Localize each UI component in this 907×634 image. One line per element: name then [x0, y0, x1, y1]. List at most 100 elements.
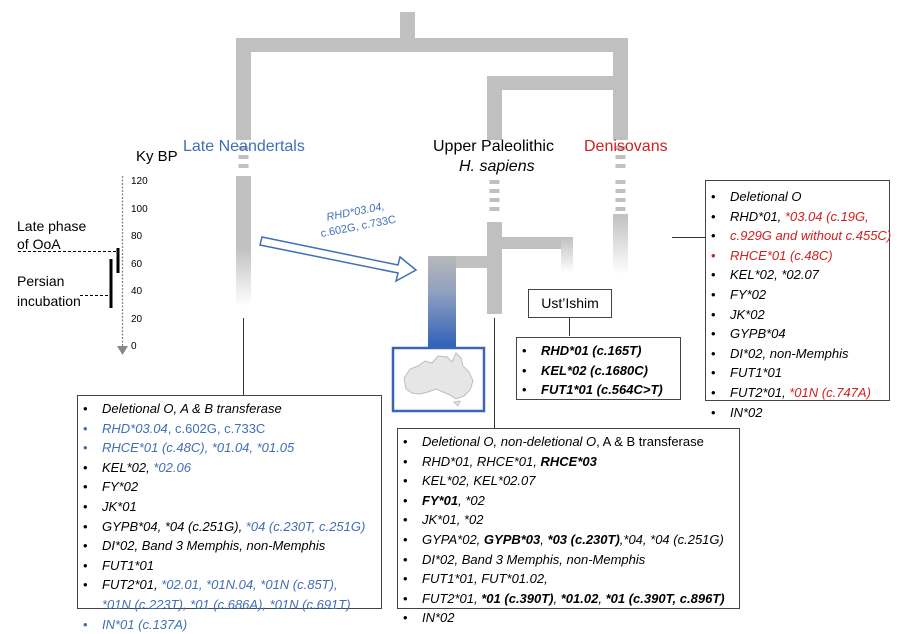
- allele-text: FY*02: [730, 286, 767, 302]
- allele-list-item: FY*01, *02: [398, 491, 739, 511]
- allele-text: ,: [540, 531, 548, 547]
- allele-text: FUT1*01 (c.564C>T): [541, 382, 663, 398]
- ust-ishim-alleles-box: RHD*01 (c.165T)KEL*02 (c.1680C) FUT1*01 (…: [516, 337, 681, 400]
- ust-ishim-lineage: [561, 237, 573, 273]
- late-phase-label-1: Late phase: [17, 218, 87, 234]
- sapiens-upper-stem: [487, 76, 502, 140]
- australia-map-icon: [391, 346, 486, 413]
- introgression-arrow-icon: [259, 236, 418, 283]
- period-markers: [18, 248, 120, 308]
- ust-ishim-label-box: Ust’Ishim: [528, 289, 612, 318]
- allele-list-item: GYPA*02, GYPB*03, *03 (c.230T),*04, *04 …: [398, 530, 739, 550]
- allele-list-item: FUT2*01, *01N (c.747A): [706, 383, 889, 403]
- allele-text: RHD*01,: [730, 208, 785, 224]
- axis-tick-label: 80: [131, 231, 143, 242]
- ust-ishim-label: Ust’Ishim: [541, 295, 599, 311]
- allele-text: FUT2*01,: [730, 384, 790, 400]
- neandertals-label: Late Neandertals: [183, 138, 305, 155]
- axis-tick-label: 60: [131, 258, 143, 270]
- allele-text: , *02: [458, 492, 485, 508]
- allele-list-item: RHD*01 (c.165T): [517, 341, 680, 361]
- allele-text: IN*01 (c.137A): [102, 616, 188, 632]
- axis-title: Ky BP: [136, 148, 178, 165]
- allele-list-item: JK*01, *02: [398, 510, 739, 530]
- allele-text: JK*01: [102, 498, 137, 514]
- neandertal-alleles-box: Deletional O, A & B transferaseRHD*03.04…: [77, 395, 382, 634]
- sapiens-label-line1: Upper Paleolithic: [433, 138, 554, 155]
- allele-text: *04 (c.230T, c.251G): [245, 518, 366, 534]
- allele-text: Deletional O: [730, 189, 802, 204]
- allele-list-item: GYPB*04, *04 (c.251G), *04 (c.230T, c.25…: [78, 517, 381, 537]
- allele-text: GYPB*04, *04 (c.251G),: [102, 518, 246, 534]
- allele-text: , A & B transferase: [596, 434, 704, 449]
- allele-text: KEL*02, *02.07: [730, 267, 819, 283]
- axis-tick-label: 0: [131, 341, 137, 352]
- allele-text: Deletional O, A & B transferase: [102, 401, 282, 416]
- neandertal-lineage: [236, 176, 251, 306]
- allele-list-item: FUT1*01, FUT*01.02,: [398, 569, 739, 589]
- allele-text: *02.06: [153, 459, 191, 475]
- allele-list-item: Deletional O: [706, 187, 889, 207]
- allele-text: IN*02: [730, 404, 763, 420]
- connector-lines: [243, 237, 705, 428]
- allele-text: GYPA*02,: [422, 531, 484, 547]
- axis-tick-label: 20: [131, 313, 143, 325]
- allele-text: RHCE*03: [540, 453, 597, 469]
- allele-text: RHD*03.04: [102, 420, 168, 436]
- allele-text: KEL*02 (c.1680C): [541, 362, 648, 378]
- allele-text: *03.04 (c.19G,: [784, 208, 869, 224]
- axis-tick-label: 40: [131, 286, 143, 297]
- sapiens-label-line2: H. sapiens: [459, 158, 535, 175]
- allele-text: JK*02: [730, 306, 765, 322]
- allele-list-item: Deletional O, non-deletional O, A & B tr…: [398, 432, 739, 452]
- allele-list-item: FUT1*01: [78, 556, 381, 576]
- ust-ishim-allele-list: RHD*01 (c.165T)KEL*02 (c.1680C) FUT1*01 (…: [517, 341, 680, 400]
- allele-list-item: FUT1*01: [706, 363, 889, 383]
- sapiens-alleles-box: Deletional O, non-deletional O, A & B tr…: [397, 428, 740, 628]
- allele-list-item: RHD*01, RHCE*01, RHCE*03: [398, 452, 739, 472]
- axis-tick-label: 100: [131, 203, 148, 215]
- allele-text: *01 (c.390T, c.896T): [605, 590, 725, 606]
- allele-text: RHD*01, RHCE*01,: [422, 453, 541, 469]
- persian-label-1: Persian: [17, 273, 65, 289]
- allele-list-item: Deletional O, A & B transferase: [78, 399, 381, 419]
- allele-list-item: JK*01: [78, 497, 381, 517]
- tree-branches: [236, 12, 628, 314]
- allele-list-item: KEL*02, *02.07: [706, 265, 889, 285]
- allele-text: RHCE*01 (c.48C), *01.04, *01.05: [102, 440, 295, 456]
- allele-text: FUT2*01,: [422, 590, 482, 606]
- allele-text: FY*02: [102, 479, 139, 495]
- allele-list-item: FUT1*01 (c.564C>T): [517, 380, 680, 400]
- allele-list-item: JK*02: [706, 305, 889, 325]
- ust-ishim-branch: [487, 237, 561, 249]
- allele-text: FUT1*01: [102, 557, 155, 573]
- allele-text: c.929G and without c.455C): [730, 228, 892, 244]
- allele-text: KEL*02, KEL*02.07: [422, 473, 536, 489]
- axis-tick-label: 120: [131, 176, 148, 187]
- allele-text: *01.02: [560, 590, 599, 606]
- allele-text: *03 (c.230T): [547, 531, 620, 547]
- allele-text: KEL*02,: [102, 459, 154, 475]
- allele-list-item: DI*02, Band 3 Memphis, non-Memphis: [78, 536, 381, 556]
- allele-list-item: FY*02: [706, 285, 889, 305]
- allele-text: DI*02, Band 3 Memphis, non-Memphis: [102, 538, 326, 554]
- allele-text: DI*02, non-Memphis: [730, 345, 849, 361]
- allele-text: ,*04, *04 (c.251G): [619, 531, 724, 547]
- denisovan-allele-list: Deletional O RHD*01, *03.04 (c.19G, c.929G…: [706, 187, 892, 422]
- allele-list-item: RHCE*01 (c.48C), *01.04, *01.05: [78, 438, 381, 458]
- allele-list-item: c.929G and without c.455C): [706, 226, 892, 246]
- allele-list-item: GYPB*04: [706, 324, 889, 344]
- allele-list-item: IN*01 (c.137A): [78, 615, 381, 634]
- allele-text: ,: [598, 590, 606, 606]
- allele-text: *01N (c.747A): [789, 384, 871, 400]
- denisovans-label: Denisovans: [584, 138, 668, 155]
- allele-text: FUT1*01: [730, 365, 783, 381]
- allele-text: DI*02, Band 3 Memphis, non-Memphis: [422, 551, 646, 567]
- australia-lineage: [428, 256, 456, 348]
- allele-text: GYPB*04: [730, 326, 786, 342]
- allele-text: GYPB*03: [483, 531, 541, 547]
- tree-dashed-gaps: [238, 146, 626, 211]
- allele-text: *02.01, *01N.04, *01N (c.85T),: [161, 577, 338, 593]
- modern-denisovan-crossbar: [487, 76, 628, 90]
- allele-text: , c.602G, c.733C: [167, 420, 266, 436]
